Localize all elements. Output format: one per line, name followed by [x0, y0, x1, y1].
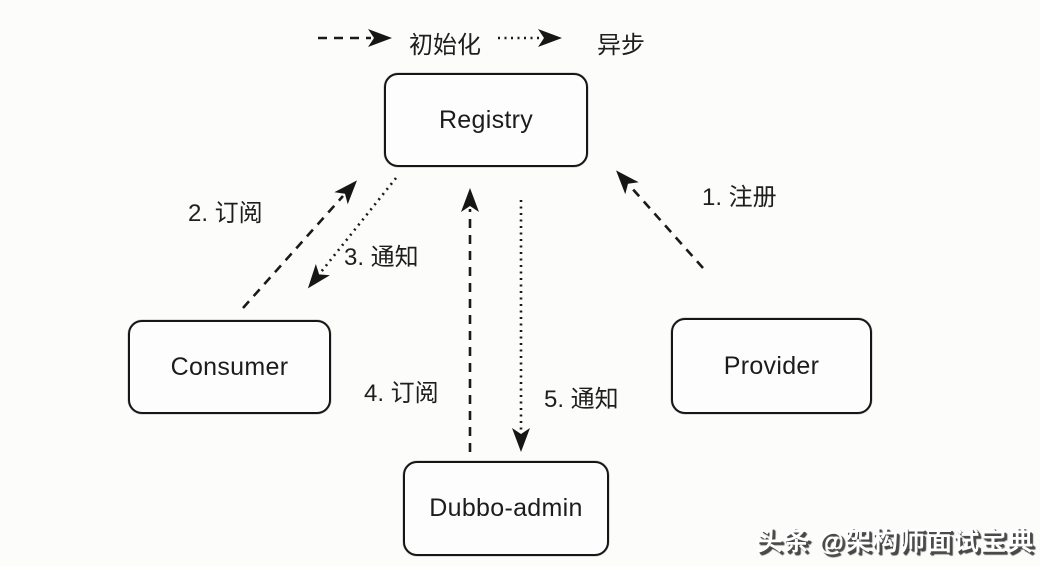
legend-label-async: 异步 [597, 32, 645, 59]
edge-label-subscribe-consumer: 2. 订阅 [188, 200, 263, 227]
node-provider-label: Provider [723, 351, 820, 380]
node-registry-label: Registry [438, 105, 534, 134]
node-registry: Registry [384, 73, 588, 167]
watermark-text: 头条 @架构师面试宝典 [756, 526, 1034, 556]
edge-label-notify-admin: 5. 通知 [544, 386, 619, 413]
edge-label-subscribe-admin: 4. 订阅 [364, 380, 439, 407]
edge-provider-registry [616, 170, 704, 269]
node-dubbo-admin: Dubbo-admin [403, 461, 609, 556]
node-dubbo-admin-label: Dubbo-admin [429, 494, 583, 522]
node-consumer: Consumer [128, 320, 331, 414]
legend-label-init: 初始化 [409, 32, 481, 59]
edge-label-register: 1. 注册 [702, 184, 777, 211]
edge-registry-consumer [307, 177, 398, 289]
node-consumer-label: Consumer [170, 352, 289, 381]
node-provider: Provider [671, 318, 872, 414]
edge-label-notify-consumer: 3. 通知 [344, 244, 419, 271]
